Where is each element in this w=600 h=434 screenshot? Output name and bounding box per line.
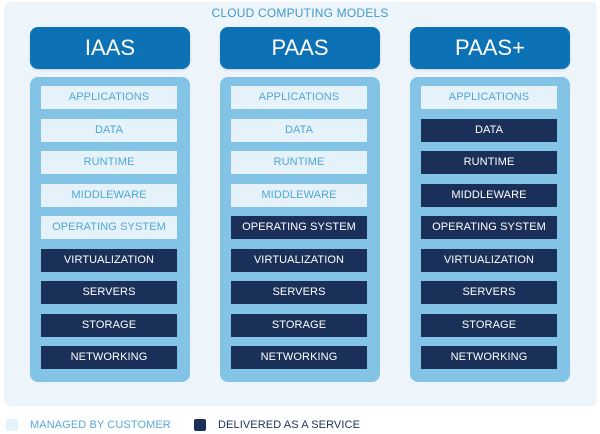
layer-runtime: RUNTIME xyxy=(421,151,557,174)
layer-runtime: RUNTIME xyxy=(41,151,177,174)
layer-applications: APPLICATIONS xyxy=(231,86,367,109)
column-paas: PAAS APPLICATIONS DATA RUNTIME MIDDLEWARE OP… xyxy=(220,27,380,382)
layer-data: DATA xyxy=(421,118,557,142)
legend-managed-by-customer: MANAGED BY CUSTOMER xyxy=(6,417,171,433)
layer-middleware: MIDDLEWARE xyxy=(421,183,557,207)
column-header: PAAS+ xyxy=(410,27,570,69)
layer-stack: APPLICATIONS DATA RUNTIME MIDDLEWARE OPERATI… xyxy=(410,77,570,382)
layer-storage: STORAGE xyxy=(421,313,557,337)
layer-operating-system: OPERATING SYSTEM xyxy=(231,216,367,239)
layer-servers: SERVERS xyxy=(41,281,177,304)
layer-operating-system: OPERATING SYSTEM xyxy=(421,216,557,239)
layer-data: DATA xyxy=(41,118,177,142)
layer-networking: NETWORKING xyxy=(231,346,367,369)
layer-servers: SERVERS xyxy=(231,281,367,304)
layer-data: DATA xyxy=(231,118,367,142)
layer-networking: NETWORKING xyxy=(421,346,557,369)
legend-swatch-customer xyxy=(6,419,18,431)
layer-stack: APPLICATIONS DATA RUNTIME MIDDLEWARE OPERATI… xyxy=(220,77,380,382)
layer-virtualization: VIRTUALIZATION xyxy=(421,248,557,272)
layer-virtualization: VIRTUALIZATION xyxy=(41,248,177,272)
layer-networking: NETWORKING xyxy=(41,346,177,369)
layer-applications: APPLICATIONS xyxy=(421,86,557,109)
layer-runtime: RUNTIME xyxy=(231,151,367,174)
layer-storage: STORAGE xyxy=(231,313,367,337)
column-header: PAAS xyxy=(220,27,380,69)
layer-virtualization: VIRTUALIZATION xyxy=(231,248,367,272)
legend-label-customer: MANAGED BY CUSTOMER xyxy=(30,419,171,431)
layer-applications: APPLICATIONS xyxy=(41,86,177,109)
layer-storage: STORAGE xyxy=(41,313,177,337)
layer-operating-system: OPERATING SYSTEM xyxy=(41,216,177,239)
layer-middleware: MIDDLEWARE xyxy=(41,183,177,207)
legend-label-service: DELIVERED AS A SERVICE xyxy=(218,419,361,431)
column-header: IAAS xyxy=(30,27,190,69)
layer-middleware: MIDDLEWARE xyxy=(231,183,367,207)
layer-stack: APPLICATIONS DATA RUNTIME MIDDLEWARE OPERATI… xyxy=(30,77,190,382)
layer-servers: SERVERS xyxy=(421,281,557,304)
column-paas-plus: PAAS+ APPLICATIONS DATA RUNTIME MIDDLEWARE O… xyxy=(410,27,570,382)
legend-delivered-as-service: DELIVERED AS A SERVICE xyxy=(194,417,360,433)
column-iaas: IAAS APPLICATIONS DATA RUNTIME MIDDLEWARE OP… xyxy=(30,27,190,382)
legend-swatch-service xyxy=(194,419,206,431)
diagram-title: CLOUD COMPUTING MODELS xyxy=(211,6,389,20)
